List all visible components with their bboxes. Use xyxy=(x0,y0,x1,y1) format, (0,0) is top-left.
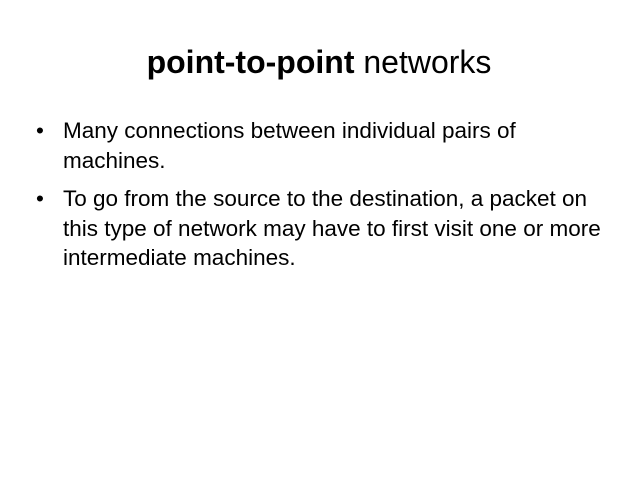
slide-title-bold: point-to-point xyxy=(146,44,355,80)
bullet-item: • Many connections between individual pa… xyxy=(36,116,606,175)
bullet-item: • To go from the source to the destinati… xyxy=(36,184,606,273)
slide-title: point-to-point networks xyxy=(0,42,638,82)
bullet-list: • Many connections between individual pa… xyxy=(36,116,606,282)
bullet-text: Many connections between individual pair… xyxy=(63,118,516,173)
bullet-icon: • xyxy=(36,186,44,211)
bullet-icon: • xyxy=(36,118,44,143)
bullet-text: To go from the source to the destination… xyxy=(63,186,601,270)
slide-title-rest: networks xyxy=(354,44,492,80)
